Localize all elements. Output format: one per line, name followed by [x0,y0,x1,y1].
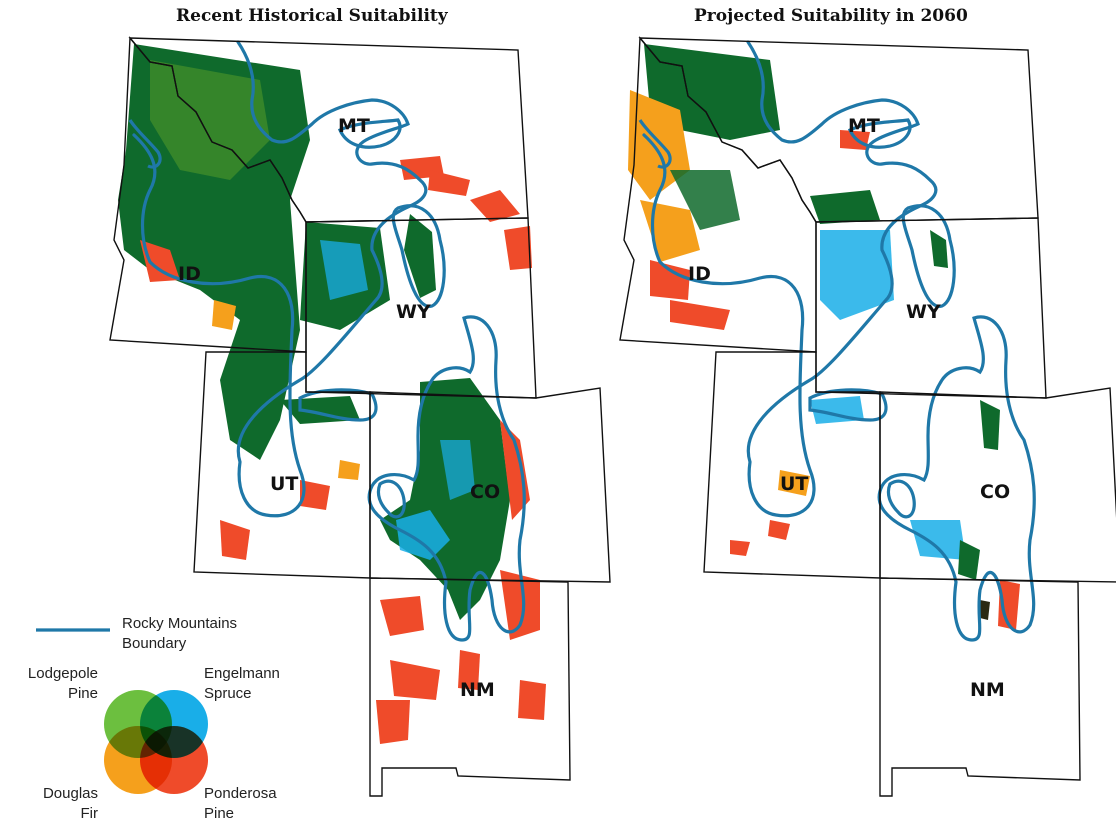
legend-ponderosa-line1: Ponderosa [204,785,277,802]
state-label-nm-2060: NM [970,679,1005,701]
state-label-wy-2060: WY [906,301,941,323]
legend-lodgepole-line1: Lodgepole [28,665,98,682]
state-label-ut-2060: UT [780,473,808,495]
map-title-projected: Projected Suitability in 2060 [694,6,968,26]
state-label-co-2060: CO [980,481,1010,503]
legend-species-venn [104,690,208,794]
legend-engelmann-line2: Spruce [204,685,252,702]
legend-douglas-line1: Douglas [43,785,98,802]
legend-engelmann-line1: Engelmann [204,665,280,682]
state-label-wy: WY [396,301,431,323]
legend-ponderosa-line2: Pine [204,805,234,822]
ponderosa-pine-swatch [140,726,208,794]
map-historical: ID MT WY UT CO NM [109,37,611,797]
state-label-nm: NM [460,679,495,701]
state-label-mt-2060: MT [848,115,880,137]
state-label-ut: UT [270,473,298,495]
species-coverage-projected [628,44,1020,630]
state-label-id-2060: ID [688,263,711,285]
map-title-historical: Recent Historical Suitability [176,6,448,26]
legend-boundary-line1: Rocky Mountains [122,615,237,632]
legend-boundary-line2: Boundary [122,635,187,652]
state-label-co: CO [470,481,500,503]
map-projected: ID MT WY UT CO NM [619,37,1116,797]
state-label-id: ID [178,263,201,285]
legend-douglas-line2: Fir [81,805,99,822]
legend: Rocky Mountains Boundary Lodgepole Pine … [28,615,280,822]
legend-lodgepole-line2: Pine [68,685,98,702]
state-label-mt: MT [338,115,370,137]
